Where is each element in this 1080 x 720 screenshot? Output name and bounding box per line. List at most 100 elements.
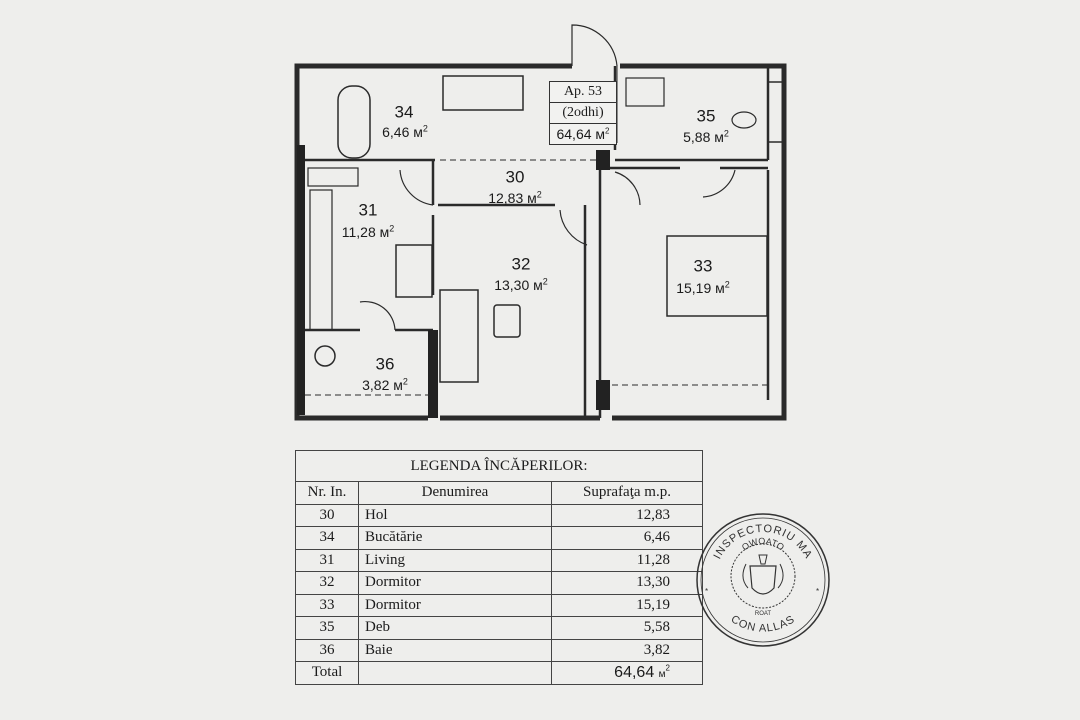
area-value: 11,28 <box>341 224 376 240</box>
row-area: 3,82 <box>551 638 703 662</box>
unit: м <box>527 190 537 206</box>
row-area: 12,83 <box>551 503 703 527</box>
stamp-small-text: ROAT <box>755 611 772 617</box>
official-stamp: INSPECTORIU MA OWOATO CON ALLAS ROAT * * <box>696 513 830 647</box>
unit: м <box>533 277 543 293</box>
room-32-area: 13,30 м2 <box>494 276 548 293</box>
door-swings <box>359 24 736 331</box>
row-name: Dormitor <box>358 593 552 617</box>
room-33-area: 15,19 м2 <box>676 279 730 296</box>
apartment-number: Ap. 53 <box>550 82 616 103</box>
wall-segment <box>596 380 610 410</box>
stamp-inner-text: OWOATO <box>740 536 786 553</box>
unit-power: 2 <box>723 128 729 139</box>
unit: м <box>658 668 666 680</box>
row-area: 5,58 <box>551 616 703 640</box>
row-nr: 36 <box>295 638 359 662</box>
room-30-number: 30 <box>505 167 525 187</box>
kitchen-counter <box>309 189 333 331</box>
unit-power: 2 <box>605 126 610 136</box>
row-nr: 32 <box>295 571 359 595</box>
sofa <box>442 75 524 111</box>
legend-title: LEGENDA ÎNCĂPERILOR: <box>295 450 703 482</box>
shower <box>625 77 665 107</box>
unit: м <box>393 377 403 393</box>
row-area: 6,46 <box>551 526 703 550</box>
stamp-wreath <box>730 543 796 609</box>
area-value: 15,19 <box>676 280 712 296</box>
room-35-area: 5,88 м2 <box>683 128 729 145</box>
apartment-info-box: Ap. 53 (2odhi) 64,64 м2 <box>549 81 617 145</box>
floor-plan-drawing <box>294 24 787 421</box>
row-name: Living <box>358 548 552 572</box>
header-area: Suprafaţa m.p. <box>551 481 703 505</box>
toilet <box>731 111 757 129</box>
room-33-number: 33 <box>693 256 713 276</box>
row-nr: 31 <box>295 548 359 572</box>
unit: м <box>413 124 423 140</box>
room-31-area: 11,28 м2 <box>341 224 395 240</box>
row-name: Baie <box>358 638 552 662</box>
unit: м <box>595 126 606 142</box>
wall-segment <box>428 330 438 418</box>
row-nr: 30 <box>295 503 359 527</box>
shaft <box>767 81 785 143</box>
row-name: Dormitor <box>358 571 552 595</box>
apartment-area-value: 64,64 <box>556 126 592 142</box>
stamp-outer-ring <box>696 513 830 647</box>
area-value: 5,88 <box>683 129 711 145</box>
coat-of-arms-icon <box>749 565 777 595</box>
room-34-number: 34 <box>394 102 414 122</box>
total-empty <box>358 661 552 685</box>
chair <box>493 304 521 338</box>
room-36-number: 36 <box>375 354 395 374</box>
header-nr: Nr. In. <box>295 481 359 505</box>
header-name: Denumirea <box>358 481 552 505</box>
apartment-type: (2odhi) <box>550 103 616 124</box>
stamp-inner-ring <box>700 517 826 643</box>
room-32-number: 32 <box>511 254 531 274</box>
wall-segment <box>297 145 305 415</box>
total-row: Total 64,64 м2 <box>295 661 703 685</box>
room-34-area: 6,46 м2 <box>382 124 428 140</box>
dashed-lines <box>305 159 768 396</box>
area-value: 12,83 <box>488 190 524 206</box>
bed <box>666 235 768 317</box>
wall-segment <box>596 150 610 170</box>
area-value: 6,46 <box>382 124 410 140</box>
row-area: 15,19 <box>551 593 703 617</box>
row-area: 13,30 <box>551 571 703 595</box>
bathtub <box>337 85 371 159</box>
unit: м <box>715 280 725 296</box>
room-30-area: 12,83 м2 <box>488 190 542 206</box>
room-35-number: 35 <box>696 106 716 126</box>
unit-power: 2 <box>542 276 548 287</box>
total-label: Total <box>295 661 359 685</box>
row-area: 11,28 <box>551 548 703 572</box>
room-legend-table: LEGENDA ÎNCĂPERILOR: Nr. In. Denumirea S… <box>295 450 703 685</box>
star-icon: * <box>816 587 819 596</box>
row-nr: 33 <box>295 593 359 617</box>
row-name: Bucătărie <box>358 526 552 550</box>
row-nr: 34 <box>295 526 359 550</box>
star-icon: * <box>705 587 708 596</box>
washing-machine <box>314 345 336 367</box>
row-name: Hol <box>358 503 552 527</box>
desk <box>439 289 479 383</box>
svg-text:OWOATO: OWOATO <box>740 536 786 553</box>
total-area: 64,64 м2 <box>551 661 703 685</box>
room-31-number: 31 <box>358 200 378 220</box>
eagle-wings-icon <box>742 554 784 589</box>
row-name: Deb <box>358 616 552 640</box>
counter <box>307 167 359 187</box>
unit-power: 2 <box>724 279 730 290</box>
table <box>395 244 433 298</box>
total-value: 64,64 <box>614 663 655 681</box>
